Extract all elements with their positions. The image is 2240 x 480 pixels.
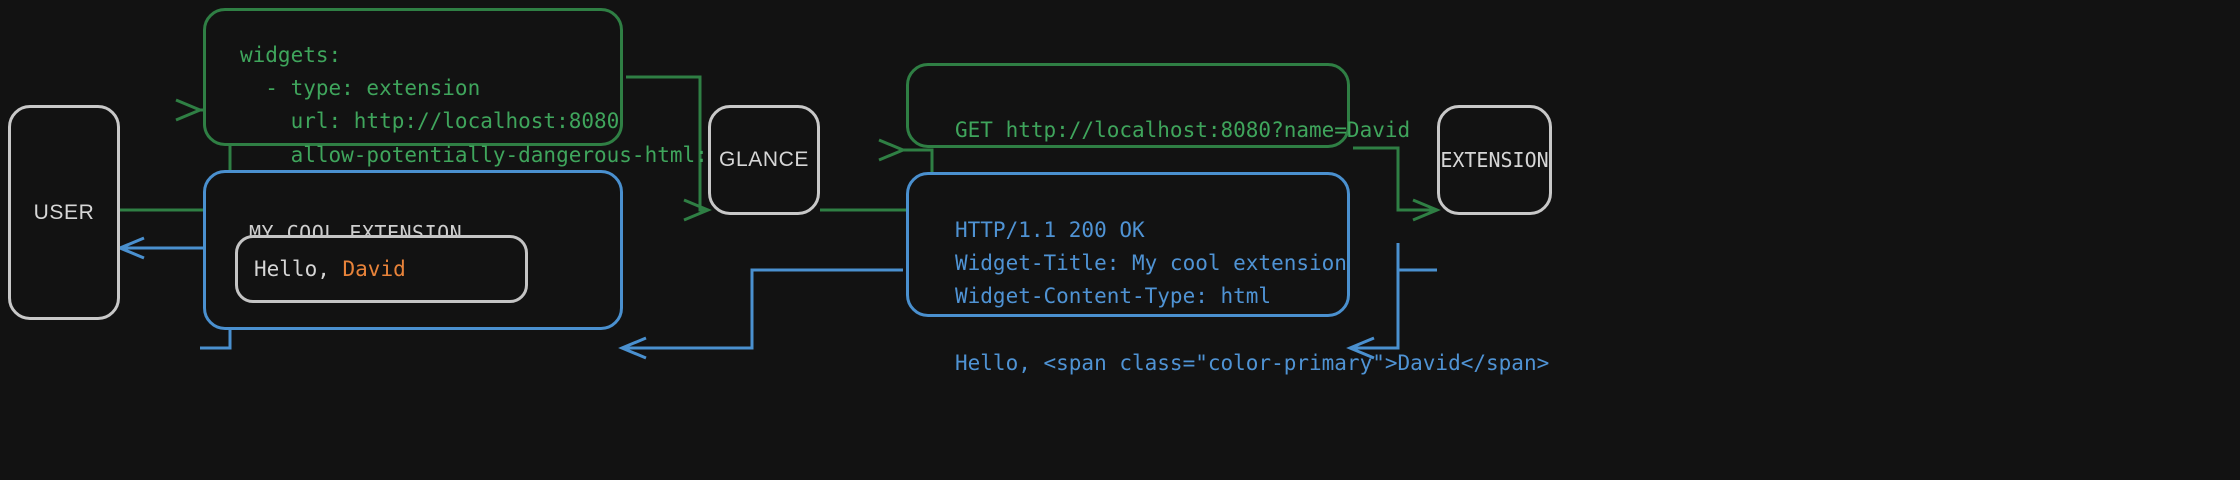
node-extension-label: EXTENSION	[1440, 148, 1549, 172]
node-extension[interactable]: EXTENSION	[1437, 105, 1552, 215]
get-request-text-wrap: GET http://localhost:8080?name=David	[955, 114, 1410, 147]
node-user[interactable]: USER	[8, 105, 120, 320]
rendered-widget-body: Hello, David	[254, 257, 406, 281]
node-get-request[interactable]: GET http://localhost:8080?name=David	[906, 63, 1410, 148]
edge-get-to-extension	[1353, 146, 1441, 222]
node-rendered-widget[interactable]: MY COOL EXTENSION Hello, David	[203, 170, 623, 330]
node-http-response[interactable]: HTTP/1.1 200 OK Widget-Title: My cool ex…	[906, 172, 1549, 375]
get-request-text: GET http://localhost:8080?name=David	[955, 118, 1411, 142]
http-response-text: HTTP/1.1 200 OK Widget-Title: My cool ex…	[955, 218, 1550, 375]
rendered-widget-body-accent: David	[342, 257, 406, 281]
edge-glance-to-widget	[618, 268, 820, 360]
node-glance-label: GLANCE	[719, 148, 809, 171]
http-response-text-wrap: HTTP/1.1 200 OK Widget-Title: My cool ex…	[955, 214, 1549, 380]
node-yaml-config[interactable]: widgets: - type: extension url: http://l…	[203, 8, 771, 233]
rendered-widget-body-prefix: Hello,	[254, 257, 343, 281]
rendered-widget-content-box: Hello, David	[235, 235, 528, 303]
node-user-label: USER	[33, 200, 95, 224]
node-glance[interactable]: GLANCE	[708, 105, 820, 215]
